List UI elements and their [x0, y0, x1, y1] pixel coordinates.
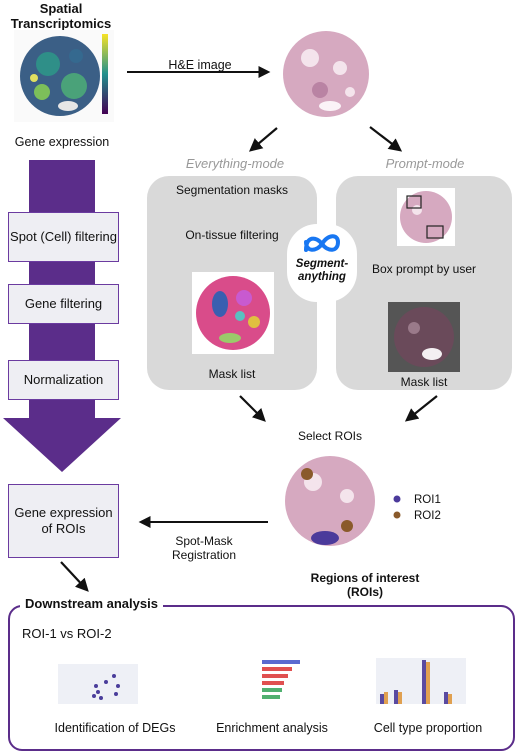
- mask-to-select-arrow-left: [239, 395, 266, 422]
- step-spot-filtering: Spot (Cell) filtering: [8, 212, 119, 262]
- gene-expression-label: Gene expression: [14, 135, 110, 149]
- box-prompt-image: [397, 188, 455, 246]
- meta-logo-icon: [304, 234, 341, 252]
- volcano-plot-thumbnail: [46, 656, 156, 708]
- sam-label: Segment-anything: [295, 258, 349, 284]
- cell-type-plot-thumbnail: [366, 652, 476, 710]
- step-gene-filtering: Gene filtering: [8, 284, 119, 324]
- downstream-item-degs: Identification of DEGs: [54, 721, 176, 735]
- segmentation-mask-image: [192, 272, 274, 354]
- step-normalization: Normalization: [8, 360, 119, 400]
- segmentation-masks-label: Segmentation masks: [175, 183, 289, 197]
- box-prompt-label: Box prompt by user: [371, 262, 477, 276]
- to-prompt-arrow: [369, 126, 403, 152]
- he-image: [283, 31, 369, 117]
- downstream-item-enrichment: Enrichment analysis: [216, 721, 328, 735]
- roi-legend: ROI1 ROI2: [414, 492, 441, 524]
- to-downstream-arrow: [60, 561, 89, 592]
- downstream-item-cell-type: Cell type proportion: [373, 721, 483, 735]
- to-everything-arrow: [248, 127, 278, 152]
- prompt-mask-image: [388, 302, 460, 372]
- everything-mask-list-label: Mask list: [208, 367, 256, 381]
- roi1-label: ROI1: [414, 494, 441, 506]
- select-rois-label: Select ROIs: [297, 429, 363, 443]
- enrichment-plot-thumbnail: [212, 652, 322, 710]
- he-image-label: H&E image: [168, 58, 232, 72]
- prompt-mode-title: Prompt-mode: [385, 156, 465, 171]
- roi2-label: ROI2: [414, 510, 441, 522]
- rois-caption: Regions of interest(ROIs): [310, 571, 420, 599]
- gene-expression-map: [14, 30, 114, 122]
- prompt-mask-list-label: Mask list: [400, 375, 448, 389]
- downstream-subtitle: ROI-1 vs ROI-2: [22, 626, 112, 641]
- roi-image: [285, 456, 375, 546]
- roi-legend-markers: [393, 495, 401, 519]
- mask-to-select-arrow-right: [404, 395, 438, 422]
- sam-badge: [287, 224, 357, 302]
- downstream-title: Downstream analysis: [20, 596, 163, 611]
- everything-mode-title: Everything-mode: [185, 156, 285, 171]
- on-tissue-filtering-label: On-tissue filtering: [185, 228, 279, 242]
- downstream-panel: [8, 605, 515, 751]
